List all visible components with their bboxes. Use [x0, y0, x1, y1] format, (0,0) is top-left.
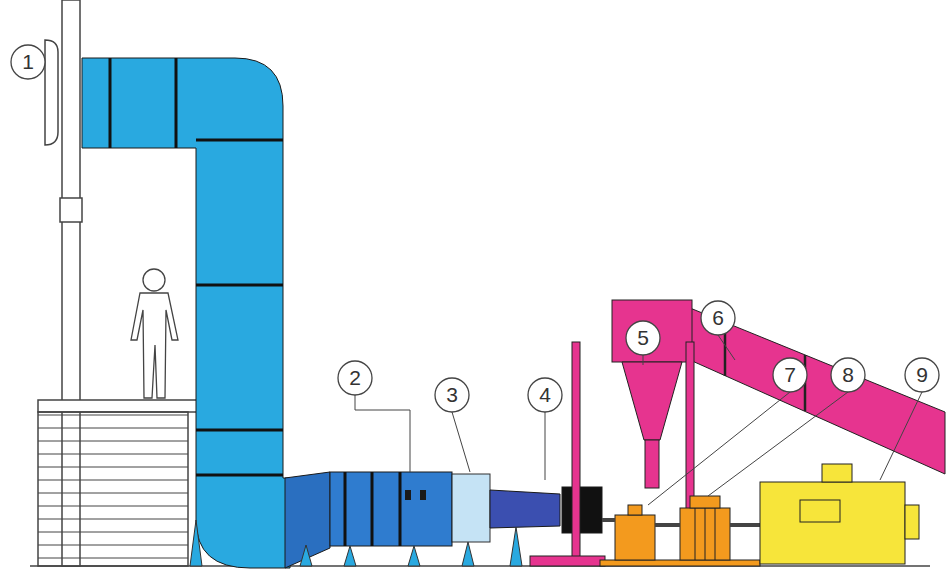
callout-number: 9 — [905, 358, 939, 392]
callout-number: 3 — [435, 378, 469, 412]
callout-number: 7 — [773, 358, 807, 392]
callout-number: 2 — [338, 361, 372, 395]
callout-number: 4 — [528, 378, 562, 412]
callout-number: 5 — [626, 321, 660, 355]
callout-number: 6 — [701, 301, 735, 335]
callout-number: 1 — [11, 45, 45, 79]
callout-number: 8 — [831, 358, 865, 392]
